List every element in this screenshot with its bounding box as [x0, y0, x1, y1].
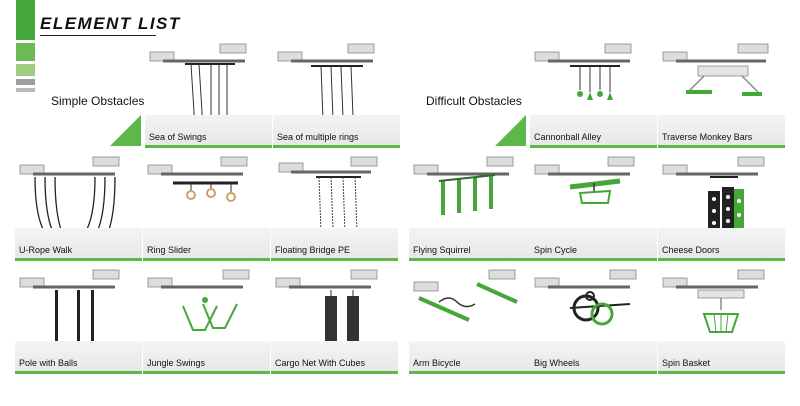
element-card-ring-slider[interactable]: Ring Slider [143, 153, 270, 261]
spin-cycle-icon [534, 156, 635, 204]
caption-underline [658, 258, 785, 261]
accent-bar-gray [16, 79, 35, 85]
element-label: Jungle Swings [147, 358, 206, 368]
element-card-spin-basket[interactable]: Spin Basket [658, 266, 785, 374]
element-card-sea-of-swings[interactable]: Sea of Swings [145, 40, 272, 148]
caption-panel [271, 341, 398, 374]
caption-panel [273, 115, 400, 148]
caption-panel [143, 341, 270, 374]
caption-underline [271, 371, 398, 374]
element-label: Sea of Swings [149, 132, 207, 142]
jungle-swings-icon [147, 269, 250, 331]
caption-underline [273, 145, 400, 148]
accent-bar-light-gray [16, 88, 35, 92]
spin-basket-icon [662, 269, 765, 333]
title-underline [40, 35, 156, 36]
caption-panel [530, 228, 657, 261]
element-card-cheese-doors[interactable]: Cheese Doors [658, 153, 785, 261]
element-label: Arm Bicycle [413, 358, 461, 368]
caption-panel [15, 228, 142, 261]
caption-panel [409, 228, 536, 261]
element-label: Cheese Doors [662, 245, 720, 255]
accent-bar-dark-green [16, 0, 35, 40]
page-title: ELEMENT LIST [40, 14, 181, 33]
swings-icon [149, 43, 247, 129]
cannonball-icon [534, 43, 632, 100]
big-wheels-icon [534, 269, 637, 326]
accent-bar-green [16, 43, 35, 61]
element-card-pole-with-balls[interactable]: Pole with Balls [15, 266, 142, 374]
caption-underline [143, 371, 270, 374]
caption-panel [145, 115, 272, 148]
element-label: Sea of multiple rings [277, 132, 359, 142]
element-card-spin-cycle[interactable]: Spin Cycle [530, 153, 657, 261]
element-label: Traverse Monkey Bars [662, 132, 753, 142]
caption-panel [658, 228, 785, 261]
caption-underline [15, 258, 142, 261]
section-label-difficult: Difficult Obstacles [426, 94, 522, 108]
element-label: Cannonball Alley [534, 132, 602, 142]
caption-panel [658, 341, 785, 374]
caption-panel [530, 115, 657, 148]
caption-panel [530, 341, 657, 374]
element-card-cannonball-alley[interactable]: Cannonball Alley [530, 40, 657, 148]
element-label: Floating Bridge PE [275, 245, 351, 255]
monkey-bars-icon [662, 43, 769, 96]
caption-underline [530, 145, 657, 148]
caption-underline [271, 258, 398, 261]
element-label: Cargo Net With Cubes [275, 358, 366, 368]
element-label: Pole with Balls [19, 358, 78, 368]
caption-underline [409, 371, 536, 374]
caption-underline [658, 145, 785, 148]
element-card-cargo-net-with-cubes[interactable]: Cargo Net With Cubes [271, 266, 398, 374]
element-label: U-Rope Walk [19, 245, 73, 255]
element-card-u-rope-walk[interactable]: U-Rope Walk [15, 153, 142, 261]
caption-panel [143, 228, 270, 261]
caption-underline [409, 258, 536, 261]
caption-underline [145, 145, 272, 148]
caption-underline [143, 258, 270, 261]
element-card-arm-bicycle[interactable]: Arm Bicycle [409, 266, 536, 374]
caption-panel [271, 228, 398, 261]
section-label-simple: Simple Obstacles [51, 94, 145, 108]
accent-bar-light-green [16, 64, 35, 76]
caption-panel [15, 341, 142, 374]
element-card-floating-bridge-pe[interactable]: Floating Bridge PE [271, 153, 398, 261]
section-marker-difficult [495, 115, 526, 146]
element-card-flying-squirrel[interactable]: Flying Squirrel [409, 153, 536, 261]
element-card-traverse-monkey-bars[interactable]: Traverse Monkey Bars [658, 40, 785, 148]
ring-slider-icon [147, 156, 248, 202]
caption-panel [409, 341, 536, 374]
flying-squirrel-icon [413, 156, 514, 215]
caption-underline [530, 371, 657, 374]
element-label: Big Wheels [534, 358, 580, 368]
caption-underline [658, 371, 785, 374]
element-card-jungle-swings[interactable]: Jungle Swings [143, 266, 270, 374]
element-label: Spin Basket [662, 358, 711, 368]
element-card-big-wheels[interactable]: Big Wheels [530, 266, 657, 374]
caption-underline [530, 258, 657, 261]
header-accent-bars [16, 0, 35, 95]
pole-balls-icon [19, 269, 120, 364]
caption-panel [658, 115, 785, 148]
element-label: Ring Slider [147, 245, 192, 255]
cheese-doors-icon [662, 156, 765, 231]
caption-underline [15, 371, 142, 374]
element-card-sea-of-multiple-rings[interactable]: Sea of multiple rings [273, 40, 400, 148]
element-label: Flying Squirrel [413, 245, 471, 255]
element-label: Spin Cycle [534, 245, 578, 255]
section-marker-simple [110, 115, 141, 146]
arm-bicycle-icon [413, 269, 518, 322]
